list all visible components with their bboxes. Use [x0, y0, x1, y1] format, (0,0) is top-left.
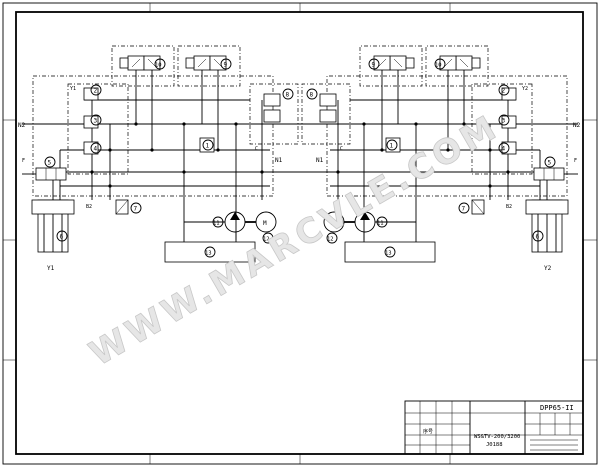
left-manifold-outline [32, 75, 274, 197]
tag-y1: Y1 [70, 86, 76, 92]
watermark-text: WWW.MARCVLE.COM [83, 107, 506, 375]
svg-text:8: 8 [286, 92, 290, 99]
motor-right-label: M [331, 220, 335, 227]
left-callouts: 1 2 3 4 5 6 7 8 9 10 11 12 13 [44, 58, 294, 258]
svg-text:10: 10 [155, 63, 162, 69]
svg-text:9: 9 [372, 62, 376, 69]
tag-c-left: C [255, 146, 258, 152]
tag-b2-right: B2 [506, 204, 512, 210]
tag-f-left: F [22, 158, 25, 164]
svg-text:6: 6 [60, 234, 64, 241]
svg-text:12: 12 [263, 237, 270, 243]
drawing-code: DPP65-II [540, 404, 574, 412]
tag-y2: Y2 [522, 86, 528, 92]
svg-text:6: 6 [536, 234, 540, 241]
svg-text:2: 2 [502, 88, 506, 95]
port-n1-right: N1 [316, 157, 324, 164]
port-n2-right: N2 [573, 122, 581, 129]
svg-text:11: 11 [213, 221, 220, 227]
svg-text:1: 1 [206, 143, 210, 150]
right-circuit [300, 45, 578, 263]
svg-text:8: 8 [310, 92, 314, 99]
left-circuit [22, 45, 300, 263]
svg-text:10: 10 [435, 63, 442, 69]
title-block [404, 400, 584, 455]
svg-text:13: 13 [385, 251, 392, 257]
svg-text:11: 11 [377, 221, 384, 227]
port-n2-left: N2 [18, 122, 26, 129]
svg-text:5: 5 [548, 160, 552, 167]
svg-text:3: 3 [502, 118, 506, 125]
svg-text:7: 7 [462, 206, 466, 213]
svg-text:13: 13 [205, 251, 212, 257]
svg-text:4: 4 [502, 146, 506, 153]
port-n1-left: N1 [275, 157, 283, 164]
svg-text:12: 12 [327, 237, 334, 243]
svg-text:4: 4 [94, 146, 98, 153]
right-callouts: 1 2 3 4 5 6 7 8 9 10 11 12 13 [306, 58, 556, 258]
cyl-y2-label: Y2 [544, 265, 552, 272]
title-row-label: 序号 [423, 428, 433, 435]
svg-text:7: 7 [134, 206, 138, 213]
left-tank [164, 241, 256, 263]
border-ticks [3, 3, 597, 464]
sheet-inner-border [15, 11, 584, 455]
tag-c-right: C [340, 146, 343, 152]
svg-text:1: 1 [390, 143, 394, 150]
tag-b2-left: B2 [86, 204, 92, 210]
tag-f-right: F [574, 158, 577, 164]
drawing-number: J0188 [486, 442, 503, 448]
motor-left-label: M [263, 220, 267, 227]
svg-text:2: 2 [94, 88, 98, 95]
svg-text:3: 3 [94, 118, 98, 125]
cyl-y1-label: Y1 [47, 265, 55, 272]
drawing-model: WS&TV-200/3200 [474, 434, 520, 440]
svg-text:9: 9 [224, 62, 228, 69]
svg-text:5: 5 [48, 160, 52, 167]
